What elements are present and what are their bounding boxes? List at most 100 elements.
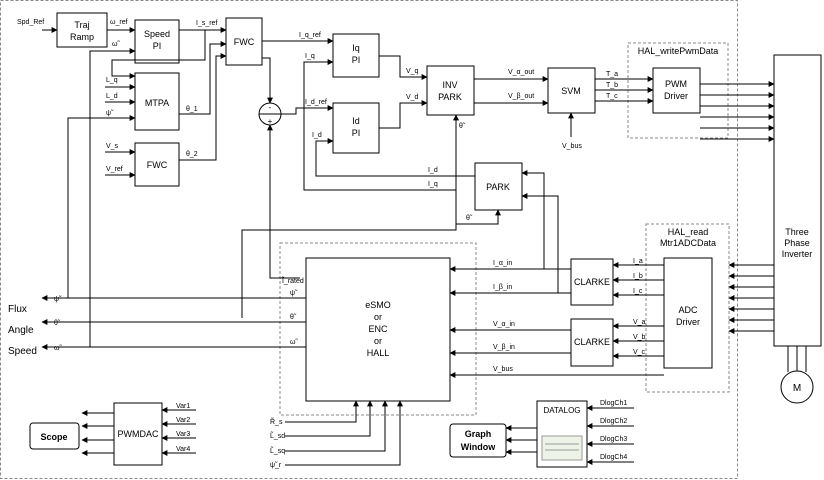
- label-iq-fb: I_q: [428, 181, 438, 188]
- svg-text:Scope: Scope: [40, 432, 67, 442]
- svg-text:Id: Id: [352, 116, 360, 126]
- label-ld: L_d: [106, 93, 118, 100]
- dlog-channel-labels: DlogCh1 DlogCh2 DlogCh3 DlogCh4: [600, 400, 627, 461]
- svg-text:INV: INV: [442, 80, 457, 90]
- pwmdac-block: PWMDAC: [113, 402, 163, 466]
- fwc-top-block: FWC: [225, 17, 263, 66]
- output-angle-symbol: θ̃: [54, 320, 61, 327]
- motor-symbol: M: [780, 346, 814, 404]
- pwm-driver-block: PWM Driver: [652, 67, 701, 114]
- clarke-current-block: CLARKE: [570, 258, 614, 306]
- dac-var-2: Var2: [176, 417, 190, 424]
- dac-var-3: Var3: [176, 431, 190, 438]
- svg-text:+: +: [268, 117, 273, 126]
- svg-text:or: or: [374, 312, 382, 322]
- svg-text:Phase: Phase: [784, 238, 810, 248]
- svg-text:Driver: Driver: [664, 91, 688, 101]
- label-vb-in: V_β_in: [493, 344, 515, 351]
- svg-text:PI: PI: [352, 55, 361, 65]
- dlog-ch-1: DlogCh1: [600, 400, 627, 407]
- pwmdac-var-labels: Var1 Var2 Var3 Var4: [176, 403, 190, 453]
- svg-text:FWC: FWC: [147, 160, 168, 170]
- fwc-low-block: FWC: [134, 142, 180, 187]
- label-tb: T_b: [606, 82, 618, 89]
- svg-text:Iq: Iq: [352, 43, 360, 53]
- svg-text:Speed: Speed: [144, 29, 170, 39]
- svg-text:PARK: PARK: [486, 182, 510, 192]
- label-lsd: L̃_sd: [270, 432, 285, 440]
- label-w-ref: ω_ref: [110, 19, 128, 26]
- label-va-out: V_α_out: [508, 69, 534, 76]
- svg-text:FWC: FWC: [234, 37, 255, 47]
- estimator-group: [279, 242, 477, 416]
- graph-window-block: Graph Window: [449, 423, 507, 458]
- svg-text:PWMDAC: PWMDAC: [118, 429, 159, 439]
- label-ib: I_b: [633, 273, 643, 280]
- scope-block: Scope: [29, 422, 80, 450]
- svg-text:CLARKE: CLARKE: [574, 277, 610, 287]
- svg-text:Inverter: Inverter: [782, 249, 813, 259]
- datalog-block: DATALOG: [536, 400, 588, 468]
- output-labels: Flux Angle Speed ψ̃ θ̃ ω̃: [8, 296, 62, 357]
- dac-var-1: Var1: [176, 403, 190, 410]
- label-est-w: ω̃: [290, 339, 298, 346]
- svg-text:PWM: PWM: [665, 79, 687, 89]
- park-block: PARK: [474, 162, 523, 211]
- label-vref: V_ref: [106, 166, 123, 173]
- label-va-in: V_α_in: [493, 321, 515, 328]
- svg-text:or: or: [374, 336, 382, 346]
- output-speed-symbol: ω̃: [54, 345, 62, 352]
- svg-text:M: M: [793, 383, 801, 394]
- output-flux: Flux: [8, 304, 27, 315]
- label-est-theta: θ̃: [290, 314, 297, 321]
- three-phase-inverter-block: Three Phase Inverter: [773, 54, 822, 347]
- label-lsq: L̃_sq: [270, 447, 285, 455]
- label-id-ref: I_d_ref: [305, 99, 327, 106]
- svg-text:Traj: Traj: [74, 20, 89, 30]
- label-iq-ref: I_q_ref: [299, 32, 321, 39]
- svg-text:PARK: PARK: [438, 92, 462, 102]
- hal-adc-label-2: Mtr1ADCData: [660, 238, 716, 248]
- label-psi: ψ̃: [106, 110, 114, 117]
- label-ia-in: I_α_in: [493, 260, 512, 267]
- svg-text:SVM: SVM: [561, 86, 581, 96]
- svg-text:ENC: ENC: [368, 324, 388, 334]
- label-vd: V_d: [406, 94, 419, 101]
- traj-ramp-block: Traj Ramp: [56, 12, 108, 48]
- label-theta-park: θ̃: [466, 215, 473, 222]
- mtpa-block: MTPA: [134, 72, 180, 131]
- svg-text:Graph: Graph: [465, 429, 492, 439]
- id-pi-block: Id PI: [332, 102, 380, 154]
- label-psi-r: ψ̃_r: [270, 462, 282, 469]
- svg-text:MTPA: MTPA: [145, 98, 169, 108]
- datalog-thumbnail: [541, 435, 583, 461]
- output-flux-symbol: ψ̃: [54, 296, 62, 303]
- label-vb: V_b: [633, 334, 646, 341]
- svm-block: SVM: [547, 67, 596, 114]
- speed-pi-block: Speed PI: [134, 19, 180, 64]
- label-id: I_d: [312, 132, 322, 139]
- label-tc: T_c: [606, 93, 618, 100]
- svg-text:Window: Window: [461, 442, 496, 452]
- output-speed: Speed: [8, 346, 37, 357]
- label-rs: R̃_s: [270, 418, 283, 426]
- svg-text:ADC: ADC: [678, 305, 698, 315]
- label-va: V_a: [633, 319, 646, 326]
- label-vs: V_s: [106, 143, 119, 150]
- label-vbus-svm: V_bus: [562, 143, 582, 150]
- svg-text:DATALOG: DATALOG: [543, 406, 580, 415]
- label-vbus: V_bus: [493, 366, 513, 373]
- label-vc: V_c: [633, 349, 646, 356]
- svg-text:Ramp: Ramp: [70, 32, 94, 42]
- label-ta: T_a: [606, 71, 618, 78]
- svg-text:PI: PI: [153, 41, 162, 51]
- signal-wires: [41, 27, 775, 466]
- label-ia: I_a: [633, 258, 643, 265]
- label-iq: I_q: [305, 53, 315, 60]
- output-angle: Angle: [8, 325, 34, 336]
- iq-pi-block: Iq PI: [332, 33, 380, 78]
- svg-text:CLARKE: CLARKE: [574, 337, 610, 347]
- svg-text:-: -: [269, 103, 272, 112]
